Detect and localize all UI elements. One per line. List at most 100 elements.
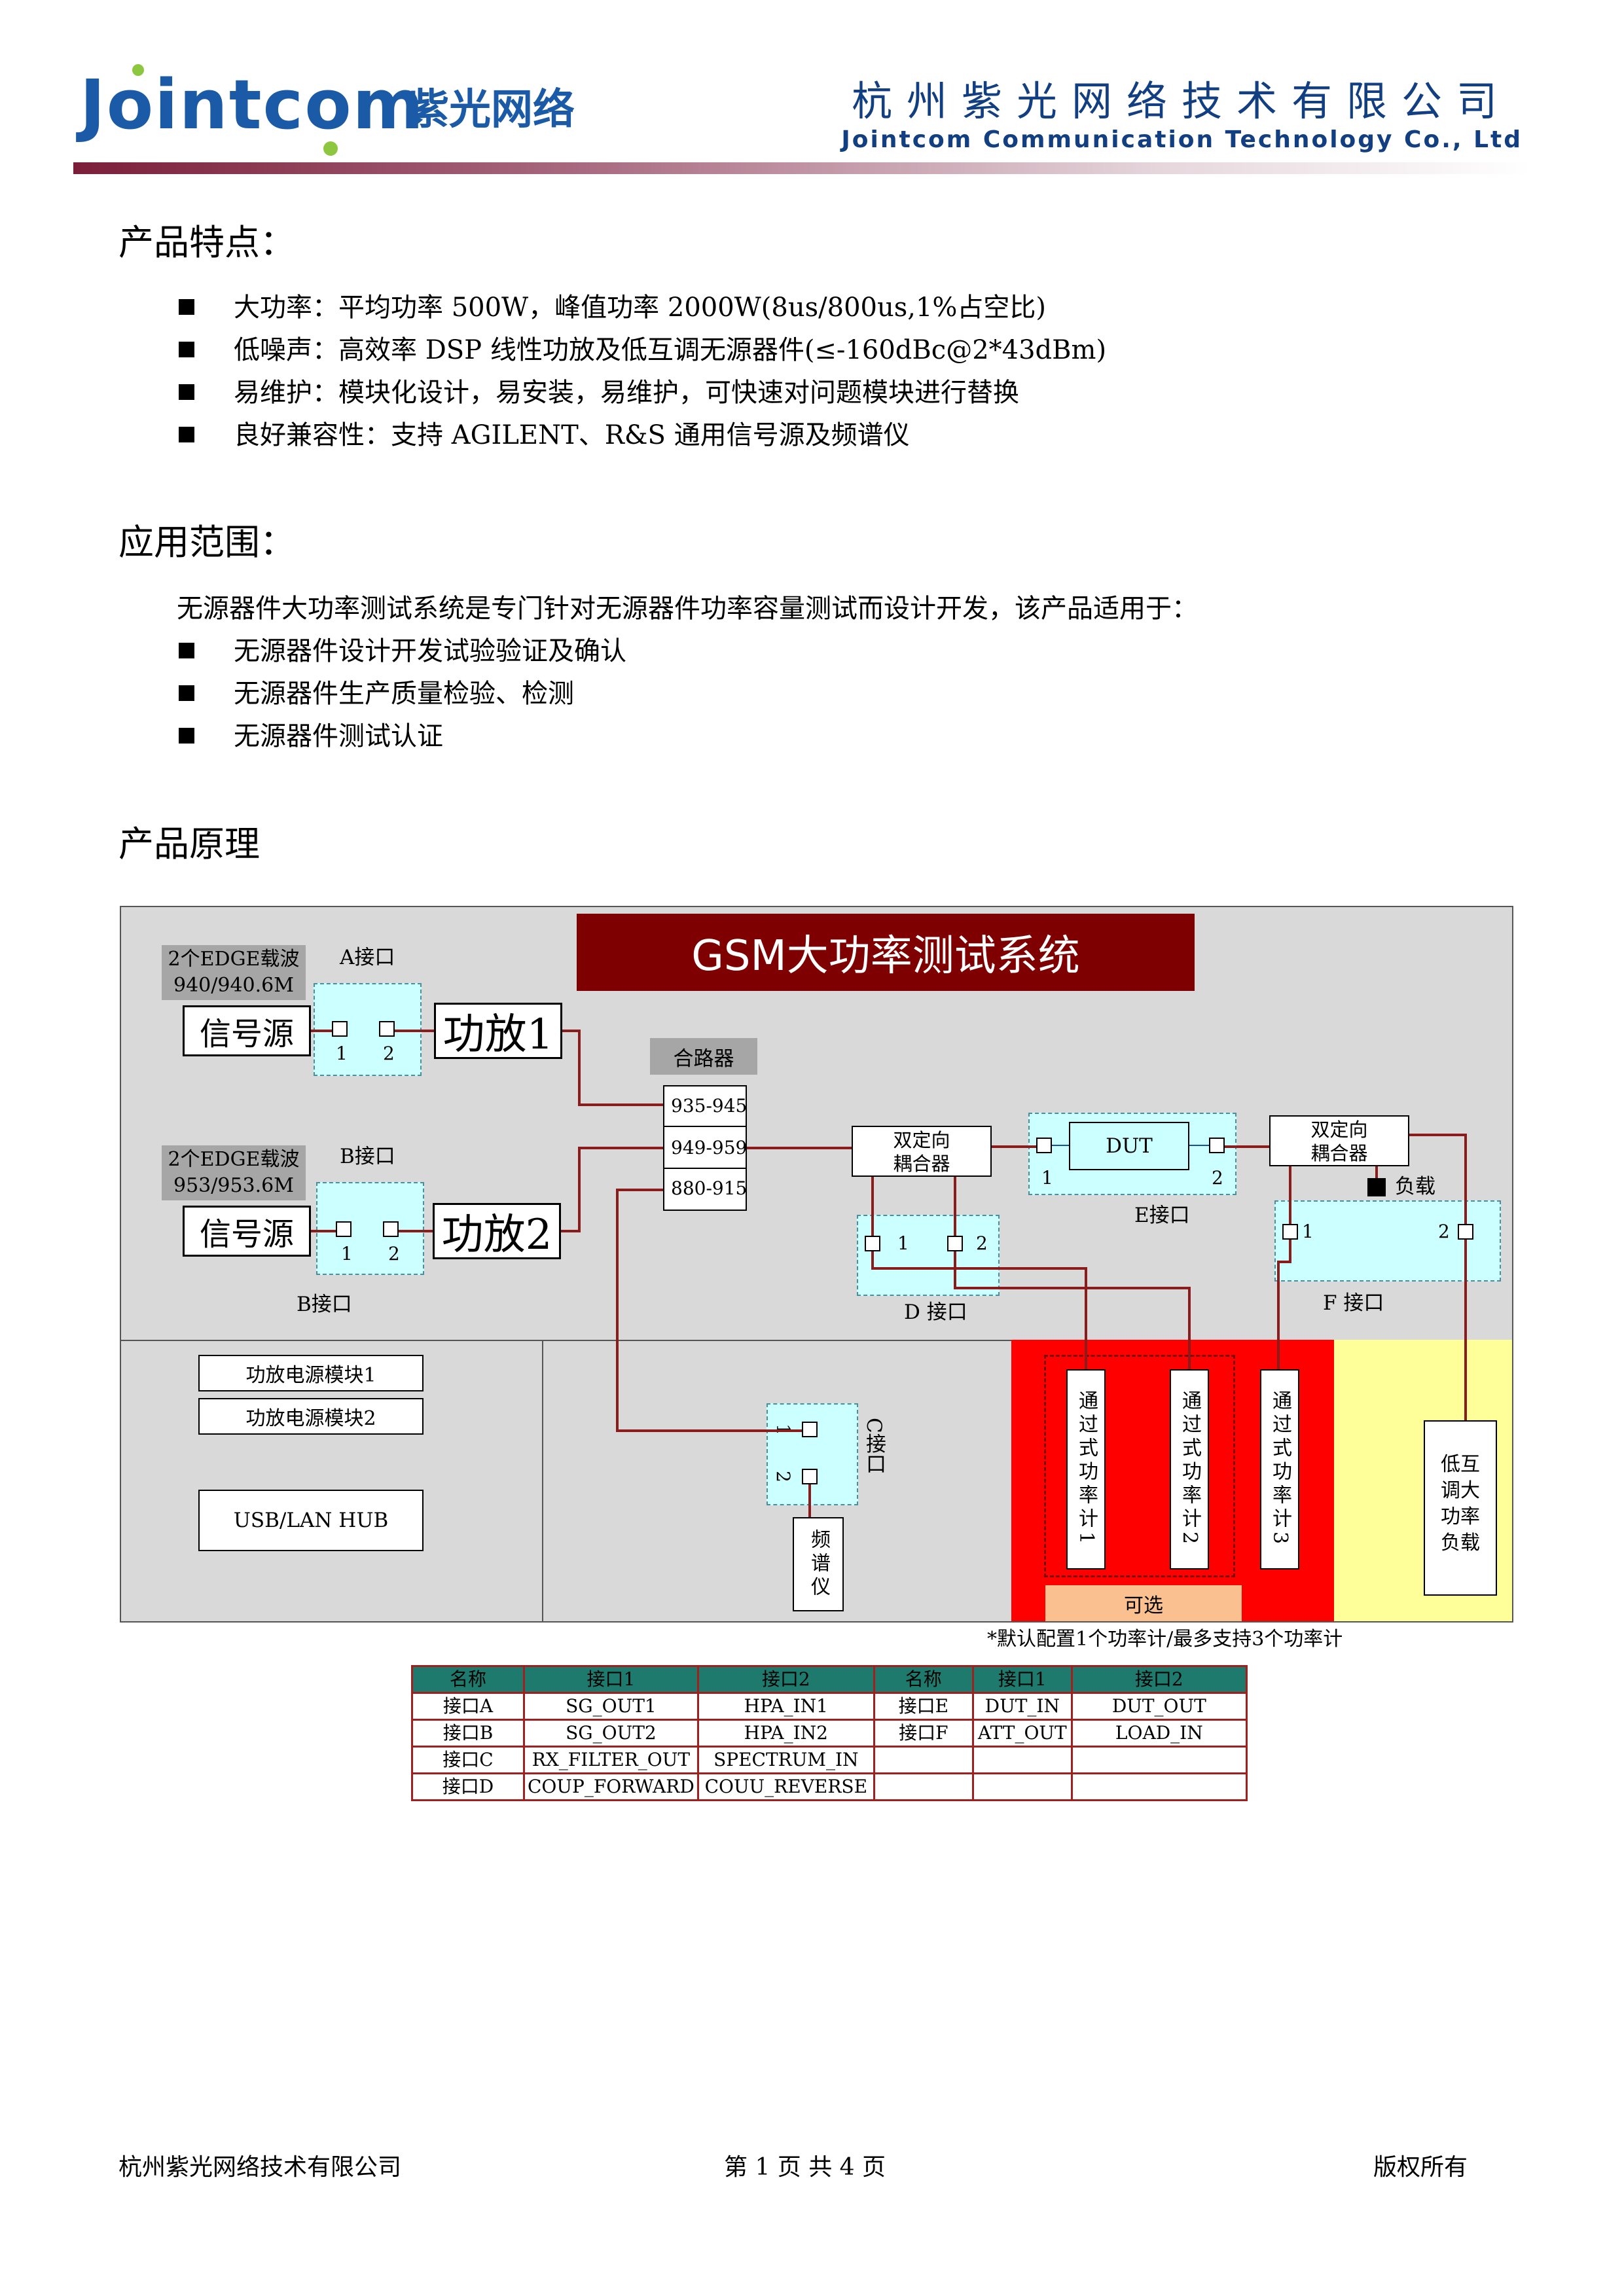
table-cell: 接口A bbox=[411, 1692, 525, 1721]
interface-table: 名称 接口1 接口2 名称 接口1 接口2 接口A SG_OUT1 HPA_IN… bbox=[411, 1665, 1248, 1801]
optional-label: 可选 bbox=[1045, 1585, 1242, 1621]
wire bbox=[616, 1189, 663, 1191]
logo-wordmark: Jointcom bbox=[80, 65, 425, 145]
feature-item: 易维护：模块化设计，易安装，易维护，可快速对问题模块进行替换 bbox=[179, 380, 1019, 406]
principle-title: 产品原理 bbox=[118, 823, 260, 865]
application-item: 无源器件生产质量检验、检测 bbox=[179, 681, 574, 707]
signal-source-1: 信号源 bbox=[183, 1005, 311, 1056]
port-number: 2 bbox=[976, 1232, 988, 1254]
wire bbox=[578, 1103, 663, 1106]
table-cell bbox=[971, 1746, 1073, 1774]
combiner-band-2: 949-959 bbox=[671, 1137, 748, 1158]
port-e1 bbox=[1036, 1138, 1052, 1153]
wire bbox=[747, 1147, 852, 1149]
interface-label-d: D 接口 bbox=[904, 1300, 967, 1324]
wire bbox=[616, 1429, 802, 1432]
wire bbox=[871, 1251, 874, 1267]
signal-source-2: 信号源 bbox=[183, 1206, 311, 1257]
wire bbox=[1289, 1240, 1291, 1262]
bullet-icon bbox=[179, 427, 194, 442]
logo-dot bbox=[132, 64, 144, 76]
port-a1 bbox=[332, 1021, 348, 1037]
load-label: 负载 bbox=[1395, 1175, 1435, 1198]
feature-item: 低噪声：高效率 DSP 线性功放及低互调无源器件(≤-160dBc@2*43dB… bbox=[179, 337, 1106, 363]
feature-item: 大功率：平均功率 500W，峰值功率 2000W(8us/800us,1%占空比… bbox=[179, 295, 1046, 321]
application-item: 无源器件测试认证 bbox=[179, 723, 443, 749]
power-meter-1: 通过式功率计1 bbox=[1066, 1369, 1106, 1570]
wire bbox=[1225, 1145, 1269, 1148]
wire bbox=[311, 1030, 332, 1032]
port-d2 bbox=[947, 1236, 963, 1251]
port-number: 2 bbox=[1212, 1167, 1223, 1189]
port-f1 bbox=[1282, 1224, 1298, 1240]
wire bbox=[1085, 1267, 1087, 1369]
wire bbox=[616, 1189, 619, 1432]
feature-item: 良好兼容性：支持 AGILENT、R&S 通用信号源及频谱仪 bbox=[179, 422, 910, 448]
bullet-icon bbox=[179, 299, 194, 315]
port-d1 bbox=[865, 1236, 880, 1251]
table-cell: SPECTRUM_IN bbox=[696, 1746, 875, 1774]
interface-label-a: A接口 bbox=[340, 946, 395, 969]
port-number: 1 bbox=[897, 1232, 909, 1254]
port-number: 1 bbox=[1302, 1221, 1314, 1242]
footer-copyright: 版权所有 bbox=[1373, 2154, 1468, 2181]
port-e2 bbox=[1209, 1138, 1225, 1153]
default-meter-group bbox=[1044, 1355, 1235, 1577]
applications-intro: 无源器件大功率测试系统是专门针对无源器件功率容量测试而设计开发，该产品适用于： bbox=[177, 594, 1198, 624]
power-meter-2: 通过式功率计2 bbox=[1170, 1369, 1209, 1570]
amplifier-2: 功放2 bbox=[433, 1203, 561, 1259]
divider bbox=[543, 1340, 1011, 1341]
wire bbox=[1464, 1134, 1467, 1224]
wire bbox=[395, 1030, 434, 1032]
table-cell: DUT_IN bbox=[971, 1692, 1073, 1721]
wire bbox=[1409, 1134, 1466, 1136]
table-row: 接口D COUP_FORWARD COUU_REVERSE bbox=[411, 1772, 1248, 1801]
application-item: 无源器件设计开发试验验证及确认 bbox=[179, 638, 626, 664]
column-header: 接口2 bbox=[1070, 1665, 1248, 1694]
wire bbox=[562, 1030, 581, 1032]
interface-d bbox=[857, 1215, 1000, 1296]
port-number: 1 bbox=[341, 1243, 353, 1265]
spectrum-analyzer: 频谱仪 bbox=[793, 1517, 844, 1611]
table-row: 接口B SG_OUT2 HPA_IN2 接口F ATT_OUT LOAD_IN bbox=[411, 1719, 1248, 1748]
table-cell: 接口B bbox=[411, 1719, 525, 1748]
table-row: 接口A SG_OUT1 HPA_IN1 接口E DUT_IN DUT_OUT bbox=[411, 1692, 1248, 1721]
table-cell: LOAD_IN bbox=[1070, 1719, 1248, 1748]
table-cell bbox=[1070, 1746, 1248, 1774]
wire bbox=[561, 1230, 581, 1232]
table-cell: 接口E bbox=[873, 1692, 974, 1721]
port-a2 bbox=[379, 1021, 395, 1037]
features-title: 产品特点： bbox=[118, 222, 295, 263]
termination-load bbox=[1367, 1178, 1386, 1196]
wire bbox=[578, 1147, 663, 1149]
bullet-icon bbox=[179, 643, 194, 658]
wire bbox=[871, 1177, 874, 1236]
coupler-1: 双定向 耦合器 bbox=[852, 1126, 992, 1177]
port-f2 bbox=[1458, 1224, 1473, 1240]
amplifier-1: 功放1 bbox=[434, 1003, 562, 1059]
footer-company: 杭州紫光网络技术有限公司 bbox=[118, 2154, 402, 2181]
table-row: 接口C RX_FILTER_OUT SPECTRUM_IN bbox=[411, 1746, 1248, 1774]
power-supply-panel bbox=[121, 1340, 543, 1621]
combiner-band-1: 935-945 bbox=[671, 1095, 748, 1117]
table-cell: ATT_OUT bbox=[971, 1719, 1073, 1748]
amp-power-module-2: 功放电源模块2 bbox=[198, 1398, 424, 1435]
logo-dot bbox=[323, 141, 338, 156]
interface-b bbox=[316, 1182, 424, 1275]
combiner bbox=[663, 1085, 747, 1211]
wire bbox=[954, 1251, 956, 1288]
port-c2 bbox=[802, 1469, 818, 1484]
table-cell: 接口C bbox=[411, 1746, 525, 1774]
port-number: 2 bbox=[1438, 1221, 1450, 1242]
interface-label-e: E接口 bbox=[1134, 1204, 1190, 1227]
bullet-icon bbox=[179, 685, 194, 701]
dut: DUT bbox=[1069, 1122, 1189, 1170]
combiner-band-3: 880-915 bbox=[671, 1177, 748, 1199]
interface-label-f: F 接口 bbox=[1323, 1291, 1384, 1315]
wire bbox=[1277, 1261, 1280, 1369]
diagram-title: GSM大功率测试系统 bbox=[577, 914, 1195, 991]
dut-lead bbox=[1052, 1145, 1069, 1146]
wire bbox=[578, 1030, 581, 1105]
